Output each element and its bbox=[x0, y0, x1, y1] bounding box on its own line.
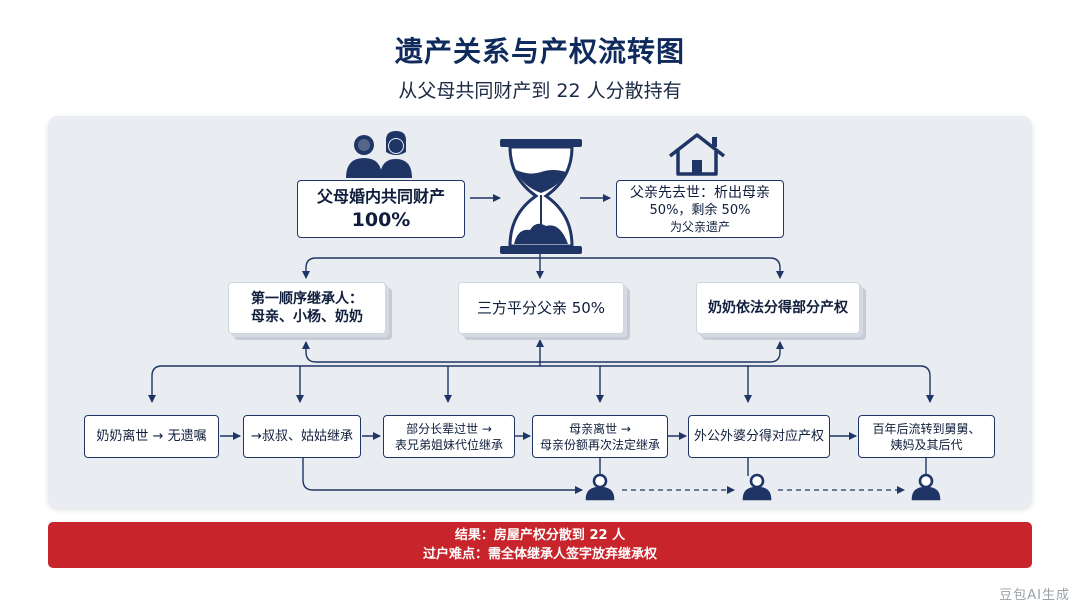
grandma-share-card: 奶奶依法分得部分产权 bbox=[696, 282, 860, 334]
watermark: 豆包AI生成 bbox=[999, 588, 1070, 603]
heirs-heading: 第一顺序继承人： bbox=[251, 291, 363, 307]
chain-step-3-line1: 部分长辈过世 → bbox=[406, 421, 492, 436]
chain-step-6-line1: 百年后流转到舅舅、 bbox=[872, 421, 981, 436]
chain-step-2-text: →叔叔、姑姑继承 bbox=[251, 429, 353, 444]
chain-step-4-line2: 母亲份额再次法定继承 bbox=[539, 437, 660, 452]
house-icon bbox=[668, 133, 726, 176]
arrow-to-grandma bbox=[540, 257, 784, 279]
heirs-names: 母亲、小杨、奶奶 bbox=[251, 309, 363, 325]
person-icon bbox=[742, 473, 772, 501]
first-order-heirs-card: 第一顺序继承人： 母亲、小杨、奶奶 bbox=[228, 282, 386, 334]
page-title: 遗产关系与产权流转图 bbox=[394, 35, 685, 68]
page-subtitle: 从父母共同财产到 22 人分散持有 bbox=[398, 80, 682, 102]
parents-property-percent: 100% bbox=[351, 209, 411, 231]
father-death-line3: 为父亲遗产 bbox=[669, 219, 730, 234]
chain-step-5: 外公外婆分得对应产权 bbox=[688, 415, 830, 458]
chain-step-5-text: 外公外婆分得对应产权 bbox=[693, 429, 824, 444]
father-death-line1: 父亲先去世：析出母亲 bbox=[630, 184, 770, 201]
arrow-up-right bbox=[540, 341, 784, 363]
chain-step-2: →叔叔、姑姑继承 bbox=[243, 415, 361, 458]
split-label: 三方平分父亲 50% bbox=[476, 299, 606, 317]
chain-step-4: 母亲离世 → 母亲份额再次法定继承 bbox=[532, 415, 668, 458]
parents-property-box: 父母婚内共同财产 100% bbox=[297, 180, 465, 238]
chain-step-3: 部分长辈过世 → 表兄弟姐妹代位继承 bbox=[383, 415, 515, 458]
person-icon bbox=[911, 473, 941, 501]
chain-step-6-line2: 姨妈及其后代 bbox=[890, 437, 963, 452]
chain-step-3-line2: 表兄弟姐妹代位继承 bbox=[394, 437, 503, 452]
result-banner: 结果：房屋产权分散到 22 人 过户难点：需全体继承人签字放弃继承权 bbox=[48, 522, 1032, 568]
arrow-up-left bbox=[302, 341, 540, 363]
chain-step-1-text: 奶奶离世 → 无遗嘱 bbox=[96, 429, 207, 444]
chain-step-4-line1: 母亲离世 → bbox=[569, 421, 631, 436]
couple-icon bbox=[346, 131, 412, 178]
transfer-difficulty-line: 过户难点：需全体继承人签字放弃继承权 bbox=[422, 547, 657, 562]
parents-property-label: 父母婚内共同财产 bbox=[316, 187, 445, 206]
result-line: 结果：房屋产权分散到 22 人 bbox=[454, 528, 626, 543]
chain-step-1: 奶奶离世 → 无遗嘱 bbox=[84, 415, 219, 458]
arrow-to-heirs bbox=[302, 257, 540, 279]
father-death-line2: 50%，剩余 50% bbox=[649, 202, 751, 218]
split-card: 三方平分父亲 50% bbox=[458, 282, 624, 334]
hourglass-icon bbox=[500, 139, 582, 254]
person-icon bbox=[585, 473, 615, 501]
father-death-box: 父亲先去世：析出母亲 50%，剩余 50% 为父亲遗产 bbox=[616, 180, 784, 238]
grandma-share-label: 奶奶依法分得部分产权 bbox=[708, 300, 848, 316]
chain-step-6: 百年后流转到舅舅、 姨妈及其后代 bbox=[858, 415, 995, 458]
